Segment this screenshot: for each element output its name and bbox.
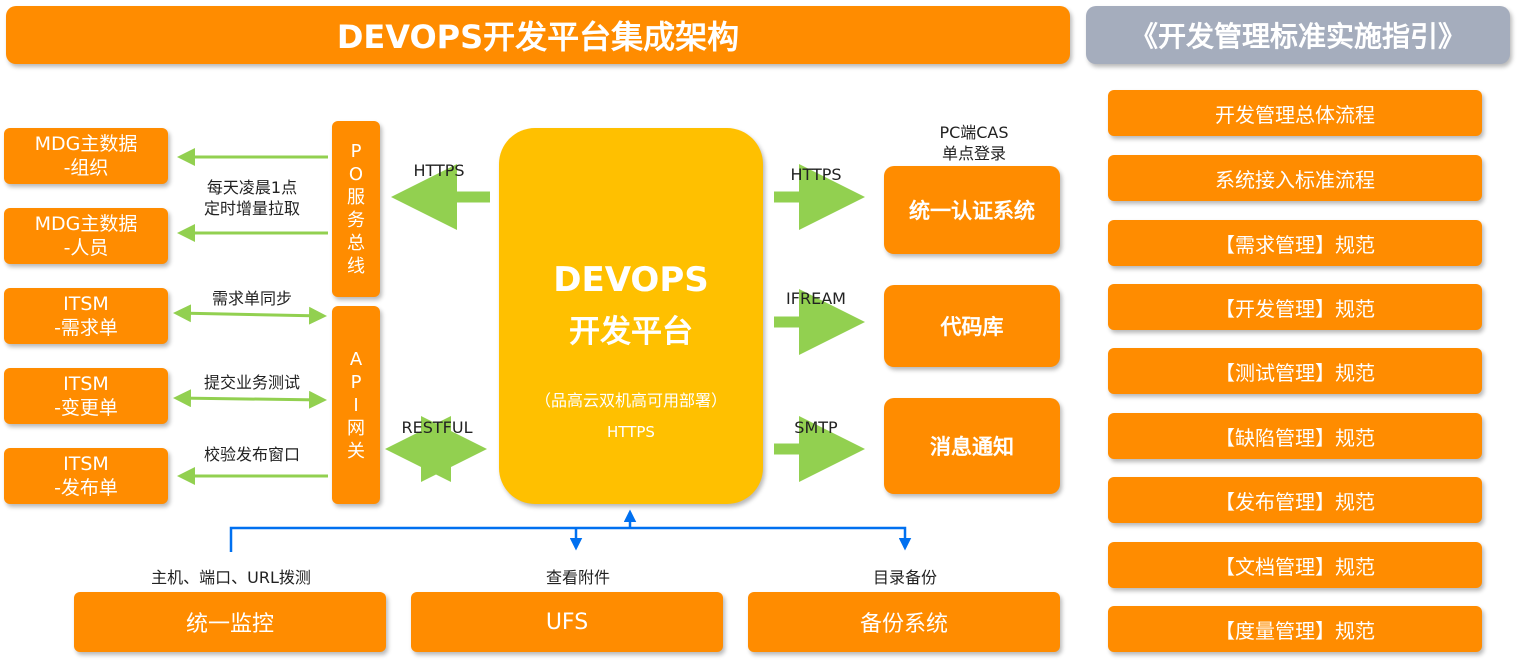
backup-caption: 目录备份 (872, 568, 937, 587)
arrow-itsm-change-api (173, 389, 327, 409)
itsm-release-box: ITSM-发布单 (4, 448, 168, 504)
monitor-caption: 主机、端口、URL拨测 (151, 568, 311, 587)
api-char: 网 (347, 417, 365, 439)
message-notify: 消息通知 (884, 398, 1060, 494)
mdg-person-line2: -人员 (63, 237, 109, 259)
auth-https-label: HTTPS (790, 165, 842, 184)
core-title-line2: 开发平台 (569, 314, 693, 350)
mdg-org-line2: -组织 (63, 157, 109, 179)
demand-sync-label: 需求单同步 (211, 289, 292, 308)
itsm-demand-box: ITSM-需求单 (4, 288, 168, 344)
api-restful-label: RESTFUL (401, 418, 473, 437)
submit-test-label: 提交业务测试 (203, 373, 300, 392)
itsm-release-line2: -发布单 (54, 477, 118, 499)
ufs-system: UFS (411, 592, 723, 652)
arrow-itsm-demand-api (173, 304, 327, 325)
core-title-line1: DEVOPS (553, 260, 709, 300)
schedule-label-line1: 每天凌晨1点 (206, 178, 298, 197)
backup-system: 备份系统 (748, 592, 1060, 652)
po-char: 线 (347, 256, 365, 277)
guide-item[interactable]: 【文档管理】规范 (1108, 542, 1482, 588)
ufs-caption: 查看附件 (545, 568, 610, 587)
guide-item[interactable]: 【需求管理】规范 (1108, 220, 1482, 266)
mdg-person-box: MDG主数据-人员 (4, 208, 168, 264)
itsm-demand-line2: -需求单 (54, 317, 118, 339)
core-protocol: HTTPS (607, 423, 655, 441)
unified-monitor: 统一监控 (74, 592, 386, 652)
po-char: 服 (347, 187, 365, 208)
mdg-person-line1: MDG主数据 (34, 213, 138, 235)
guide-item[interactable]: 开发管理总体流程 (1108, 90, 1482, 136)
api-char: I (353, 394, 359, 416)
auth-system: 统一认证系统 (884, 166, 1060, 254)
guide-item[interactable]: 【测试管理】规范 (1108, 348, 1482, 394)
auth-caption-line2: 单点登录 (941, 144, 1006, 163)
devops-core-platform: DEVOPS 开发平台 （品高云双机高可用部署） HTTPS (499, 128, 763, 504)
auth-caption-line1: PC端CAS (939, 123, 1009, 142)
core-deploy-note: （品高云双机高可用部署） (534, 391, 727, 410)
msg-smtp-label: SMTP (794, 418, 838, 437)
mdg-org-line1: MDG主数据 (34, 133, 138, 155)
po-https-label: HTTPS (413, 161, 465, 180)
schedule-label-line2: 定时增量拉取 (203, 199, 300, 218)
itsm-change-box: ITSM-变更单 (4, 368, 168, 424)
auth-caption: PC端CAS 单点登录 (904, 122, 1044, 164)
guide-item[interactable]: 【度量管理】规范 (1108, 606, 1482, 652)
blue-link-monitor (229, 526, 630, 552)
guide-item[interactable]: 【发布管理】规范 (1108, 477, 1482, 523)
po-char: 总 (347, 233, 365, 254)
schedule-label: 每天凌晨1点 定时增量拉取 (186, 177, 318, 219)
page-title: DEVOPS开发平台集成架构 (6, 6, 1070, 64)
po-service-bus: P O 服 务 总 线 (332, 121, 380, 297)
itsm-change-line2: -变更单 (54, 397, 118, 419)
api-gateway: A P I 网 关 (332, 306, 380, 504)
guide-title: 《开发管理标准实施指引》 (1086, 6, 1510, 64)
guide-item[interactable]: 【缺陷管理】规范 (1108, 413, 1482, 459)
itsm-demand-line1: ITSM (63, 293, 109, 315)
api-char: 关 (347, 440, 365, 462)
po-char: O (348, 164, 364, 185)
po-char: 务 (347, 210, 365, 231)
guide-item[interactable]: 【开发管理】规范 (1108, 284, 1482, 330)
po-char: P (350, 141, 362, 162)
code-repo: 代码库 (884, 285, 1060, 367)
guide-item[interactable]: 系统接入标准流程 (1108, 155, 1482, 201)
blue-link-ufs-backup (630, 526, 912, 551)
code-iframe-label: IFREAM (786, 289, 846, 308)
api-char: P (350, 371, 362, 393)
itsm-change-line1: ITSM (63, 373, 109, 395)
mdg-org-box: MDG主数据-组织 (4, 128, 168, 184)
api-char: A (349, 348, 363, 370)
itsm-release-line1: ITSM (63, 453, 109, 475)
verify-window-label: 校验发布窗口 (203, 445, 300, 464)
